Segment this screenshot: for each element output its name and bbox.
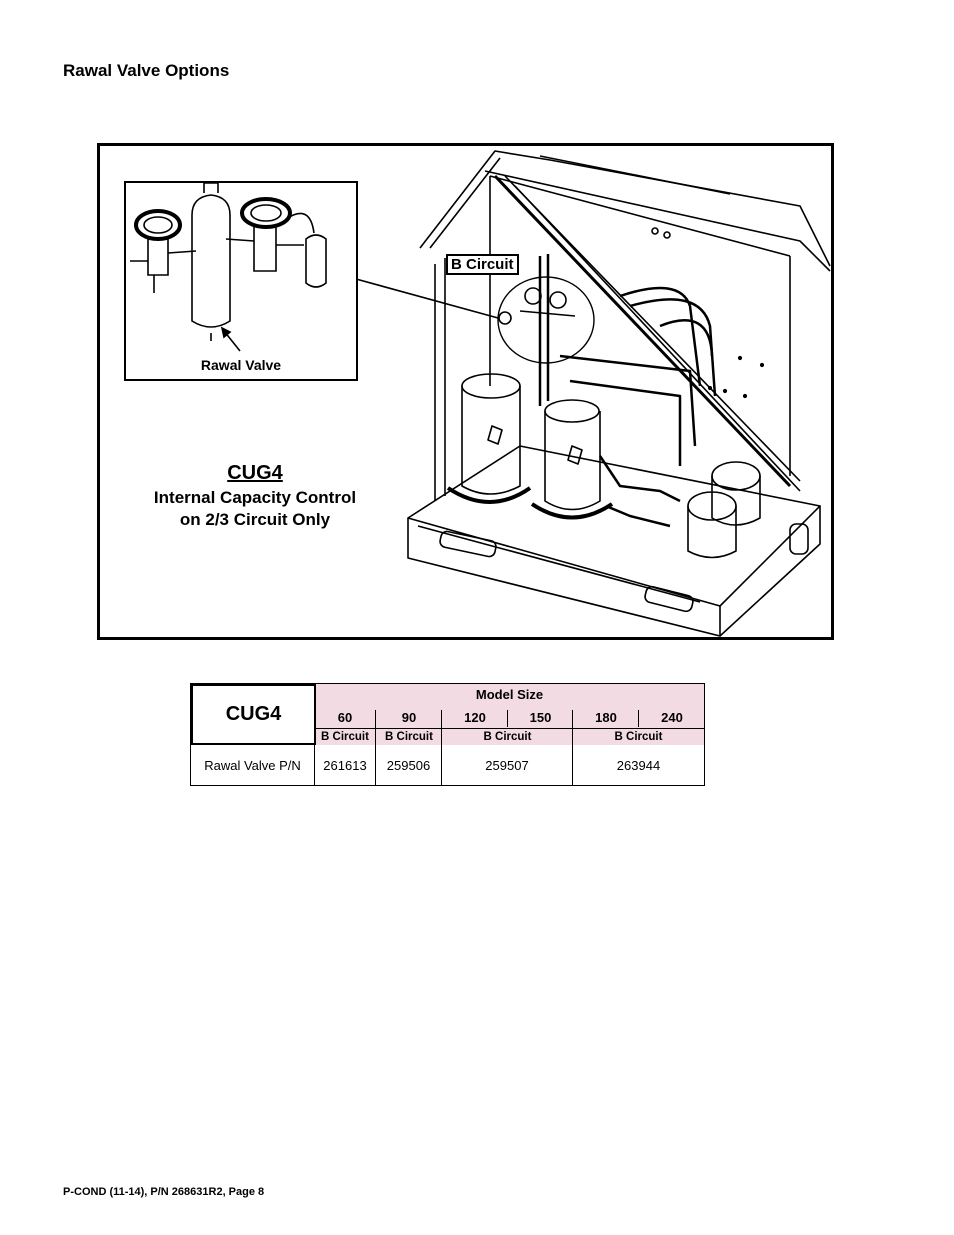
- page-title: Rawal Valve Options: [63, 61, 230, 80]
- figure-caption: CUG4 Internal Capacity Control on 2/3 Ci…: [130, 459, 380, 531]
- rawal-valve-label: Rawal Valve: [200, 357, 282, 373]
- rawal-valve-table: CUG4 Model Size 60 90 120 150 180 240 B …: [190, 683, 705, 786]
- caption-code: CUG4: [227, 462, 283, 484]
- part-number-120-150: 259507: [441, 745, 573, 786]
- b-circuit-callout: B Circuit: [446, 254, 519, 275]
- model-size-header: Model Size: [475, 687, 544, 702]
- rawal-valve-inset: Rawal Valve: [124, 181, 358, 381]
- page-footer: P-COND (11-14), P/N 268631R2, Page 8: [63, 1186, 265, 1198]
- unit-figure: Rawal Valve B Circuit CUG4 Internal Capa…: [97, 143, 834, 640]
- size-60: 60: [337, 710, 353, 725]
- part-number-60: 261613: [314, 745, 376, 786]
- rawal-valve-drawing: [130, 182, 327, 352]
- circuit-label-60: B Circuit: [314, 728, 376, 746]
- caption-line-1: Internal Capacity Control: [153, 488, 357, 507]
- size-90: 90: [401, 710, 417, 725]
- size-240: 240: [661, 710, 683, 725]
- condensing-unit-illustration: [355, 150, 831, 637]
- size-150: 150: [529, 710, 552, 725]
- table-header-area: [314, 683, 705, 746]
- size-180: 180: [595, 710, 617, 725]
- size-120: 120: [464, 710, 486, 725]
- circuit-label-90: B Circuit: [376, 728, 442, 746]
- circuit-label-120-150: B Circuit: [442, 728, 573, 746]
- table-code-cell: CUG4: [190, 683, 316, 746]
- part-number-90: 259506: [375, 745, 442, 786]
- row-label: Rawal Valve P/N: [190, 745, 315, 786]
- caption-line-2: on 2/3 Circuit Only: [179, 510, 331, 529]
- circuit-label-180-240: B Circuit: [573, 728, 705, 746]
- part-number-180-240: 263944: [572, 745, 705, 786]
